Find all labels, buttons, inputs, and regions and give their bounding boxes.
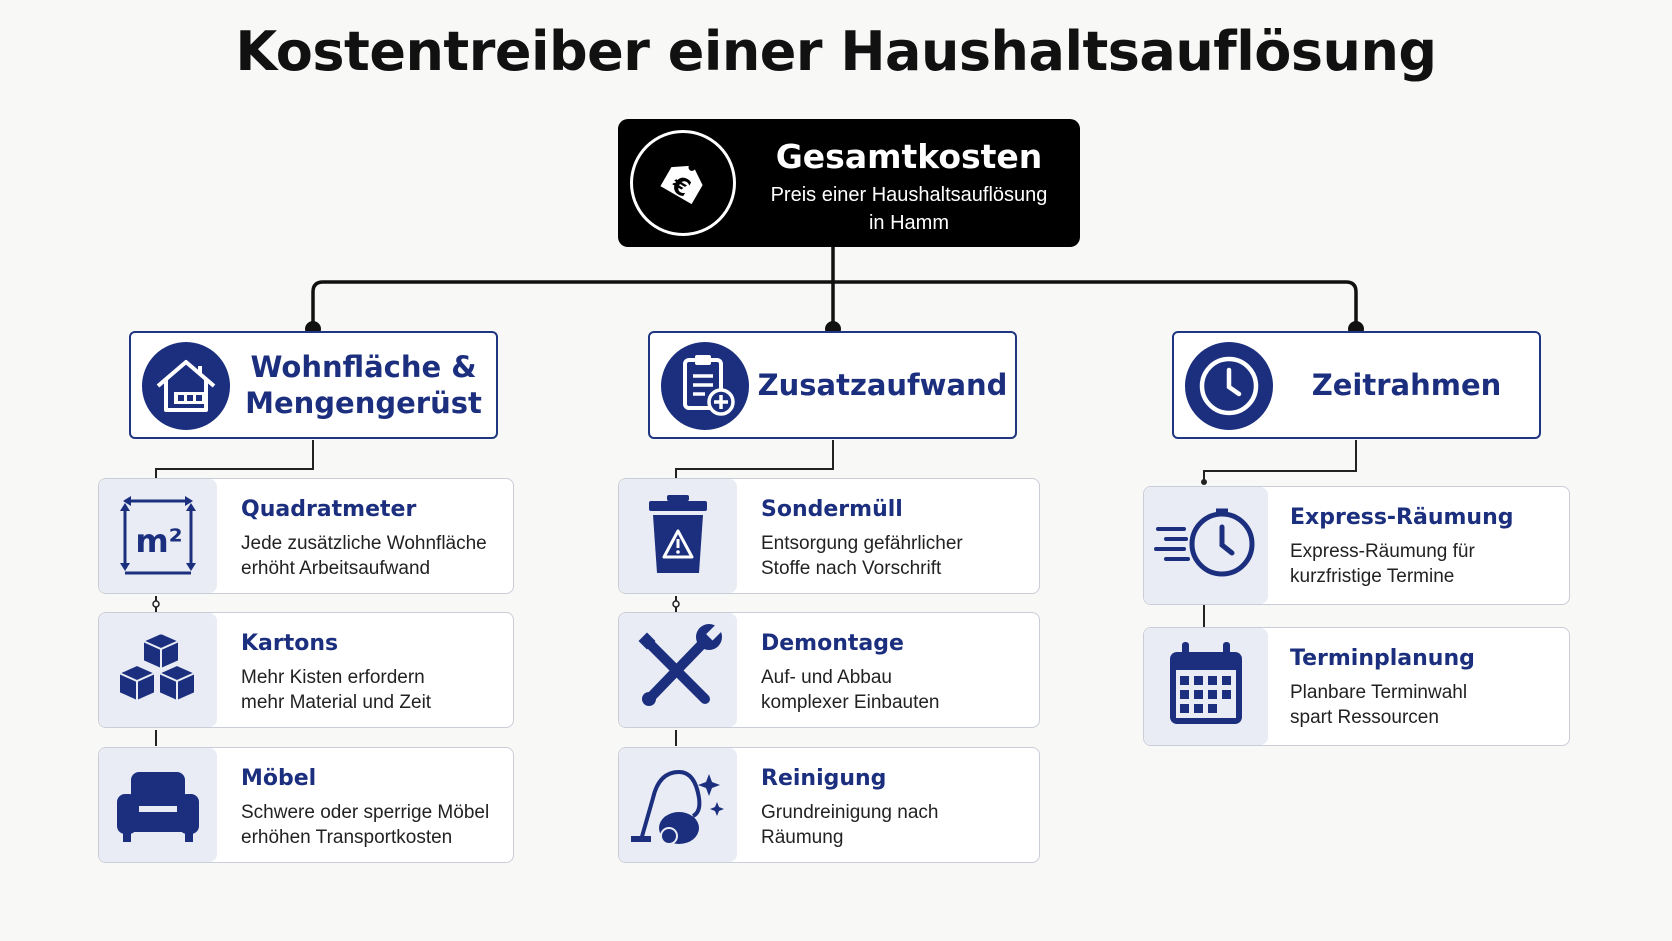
category-label: Zusatzaufwand — [757, 368, 1008, 402]
clipboard-plus-icon — [661, 342, 749, 430]
item-terminplanung: Terminplanung Planbare Terminwahl spart … — [1143, 627, 1570, 746]
item-title: Quadratmeter — [241, 497, 417, 522]
category-zeitrahmen: Zeitrahmen — [1172, 331, 1541, 439]
item-sondermuell: Sondermüll Entsorgung gefährlicher Stoff… — [618, 478, 1040, 594]
item-title: Kartons — [241, 631, 339, 656]
tools-icon — [619, 613, 737, 727]
item-desc: Planbare Terminwahl spart Ressourcen — [1290, 682, 1468, 728]
house-icon — [142, 342, 230, 430]
category-wohnflaeche: Wohnfläche & Mengengerüst — [129, 331, 498, 439]
item-desc: Auf- und Abbau komplexer Einbauten — [761, 667, 940, 713]
boxes-icon — [99, 613, 217, 727]
item-desc: Grundreinigung nach Räumung — [761, 802, 939, 848]
category-label: Wohnfläche & Mengengerüst — [245, 350, 482, 420]
item-reinigung: Reinigung Grundreinigung nach Räumung — [618, 747, 1040, 863]
page-title: Kostentreiber einer Haushaltsauflösung — [235, 20, 1437, 83]
euro-price-tag-icon: € — [660, 163, 703, 205]
vacuum-cleaner-icon — [619, 748, 737, 862]
item-title: Reinigung — [761, 766, 887, 791]
root-node-gesamtkosten: € Gesamtkosten Preis einer Haushaltsaufl… — [618, 119, 1080, 247]
item-demontage: Demontage Auf- und Abbau komplexer Einba… — [618, 612, 1040, 728]
item-desc: Schwere oder sperrige Möbel erhöhen Tran… — [241, 802, 490, 848]
fast-clock-icon — [1144, 487, 1268, 604]
item-title: Terminplanung — [1290, 646, 1475, 671]
category-label: Zeitrahmen — [1311, 368, 1502, 402]
item-kartons: Kartons Mehr Kisten erfordern mehr Mater… — [98, 612, 514, 728]
item-desc: Jede zusätzliche Wohnfläche erhöht Arbei… — [241, 533, 487, 579]
item-title: Sondermüll — [761, 497, 903, 522]
item-title: Möbel — [241, 766, 317, 791]
item-desc: Mehr Kisten erfordern mehr Material und … — [241, 667, 432, 713]
item-quadratmeter: m² Quadratmeter Jede zusätzliche Wohnflä… — [98, 478, 514, 594]
hazard-bin-icon — [619, 479, 737, 593]
root-title: Gesamtkosten — [775, 137, 1043, 176]
item-title: Demontage — [761, 631, 904, 656]
armchair-icon — [99, 748, 217, 862]
item-express-raeumung: Express-Räumung Express-Räumung für kurz… — [1143, 486, 1570, 605]
clock-icon — [1185, 342, 1273, 430]
item-moebel: Möbel Schwere oder sperrige Möbel erhöhe… — [98, 747, 514, 863]
item-desc: Entsorgung gefährlicher Stoffe nach Vors… — [761, 533, 963, 579]
category-zusatzaufwand: Zusatzaufwand — [648, 331, 1017, 439]
calendar-icon — [1144, 628, 1268, 745]
root-subtitle: Preis einer Haushaltsauflösung in Hamm — [770, 184, 1048, 234]
svg-text:m²: m² — [135, 522, 182, 560]
price-tag-icon-ring: € — [630, 130, 736, 236]
item-desc: Express-Räumung für kurzfristige Termine — [1290, 541, 1475, 587]
square-meter-icon: m² — [99, 479, 217, 593]
item-title: Express-Räumung — [1290, 505, 1514, 530]
